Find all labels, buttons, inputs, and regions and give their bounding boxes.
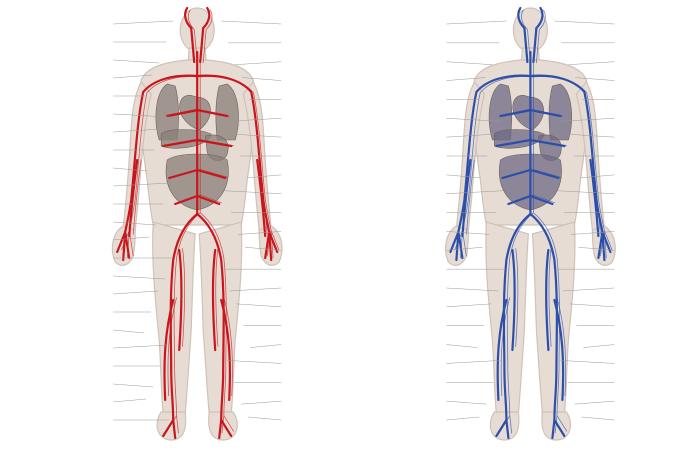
- leader-line: [113, 60, 159, 63]
- leader-line: [227, 360, 281, 363]
- leader-line: [446, 62, 492, 65]
- leader-line: [113, 384, 153, 387]
- leader-line: [581, 417, 614, 420]
- leader-line: [583, 345, 614, 348]
- arterial-system-figure: [112, 8, 282, 440]
- leader-line: [221, 21, 281, 24]
- venous-system-figure: [446, 8, 616, 440]
- leader-line: [554, 21, 614, 24]
- leader-line: [446, 345, 477, 348]
- leader-line: [236, 304, 281, 307]
- leader-line: [446, 360, 500, 363]
- leader-line: [446, 21, 506, 24]
- leader-line: [446, 417, 479, 420]
- leader-line: [113, 21, 173, 24]
- leader-line: [569, 304, 614, 307]
- leader-line: [250, 345, 281, 348]
- leader-line: [113, 399, 146, 402]
- leader-line: [560, 360, 614, 363]
- leader-line: [113, 330, 144, 333]
- leader-line: [574, 401, 614, 404]
- leader-line: [446, 401, 486, 404]
- leader-line: [248, 417, 281, 420]
- leader-line: [235, 62, 281, 65]
- leader-line: [241, 401, 281, 404]
- leader-line: [113, 291, 158, 294]
- leader-line: [568, 62, 614, 65]
- leader-line: [446, 304, 491, 307]
